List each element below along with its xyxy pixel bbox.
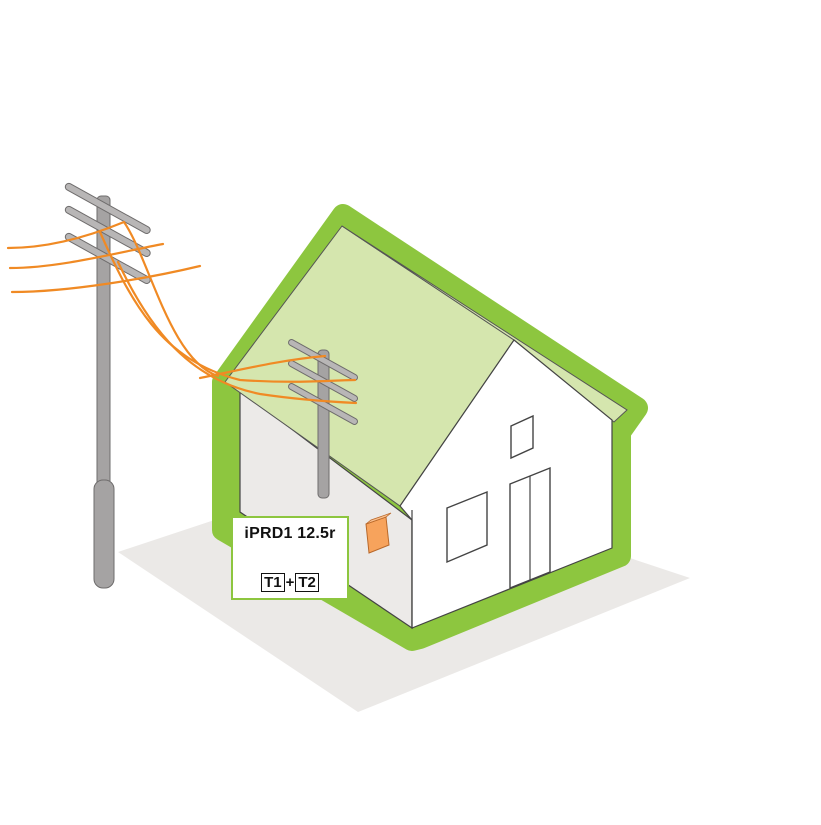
power-lines xyxy=(6,220,358,405)
surge-protector-icon xyxy=(365,512,392,554)
utility-pole-icon xyxy=(64,182,151,589)
device-types: T1+T2 xyxy=(233,573,347,592)
device-label-card: iPRD1 12.5r T1+T2 xyxy=(231,516,349,600)
type-separator: + xyxy=(285,574,295,591)
type-badge-t1: T1 xyxy=(261,573,285,592)
front-window xyxy=(446,490,488,564)
roof-right xyxy=(341,225,628,423)
roof-mast-icon xyxy=(288,339,358,499)
attic-window xyxy=(510,414,534,460)
device-label: iPRD1 12.5r xyxy=(244,525,336,542)
type-badge-t2: T2 xyxy=(295,573,319,592)
